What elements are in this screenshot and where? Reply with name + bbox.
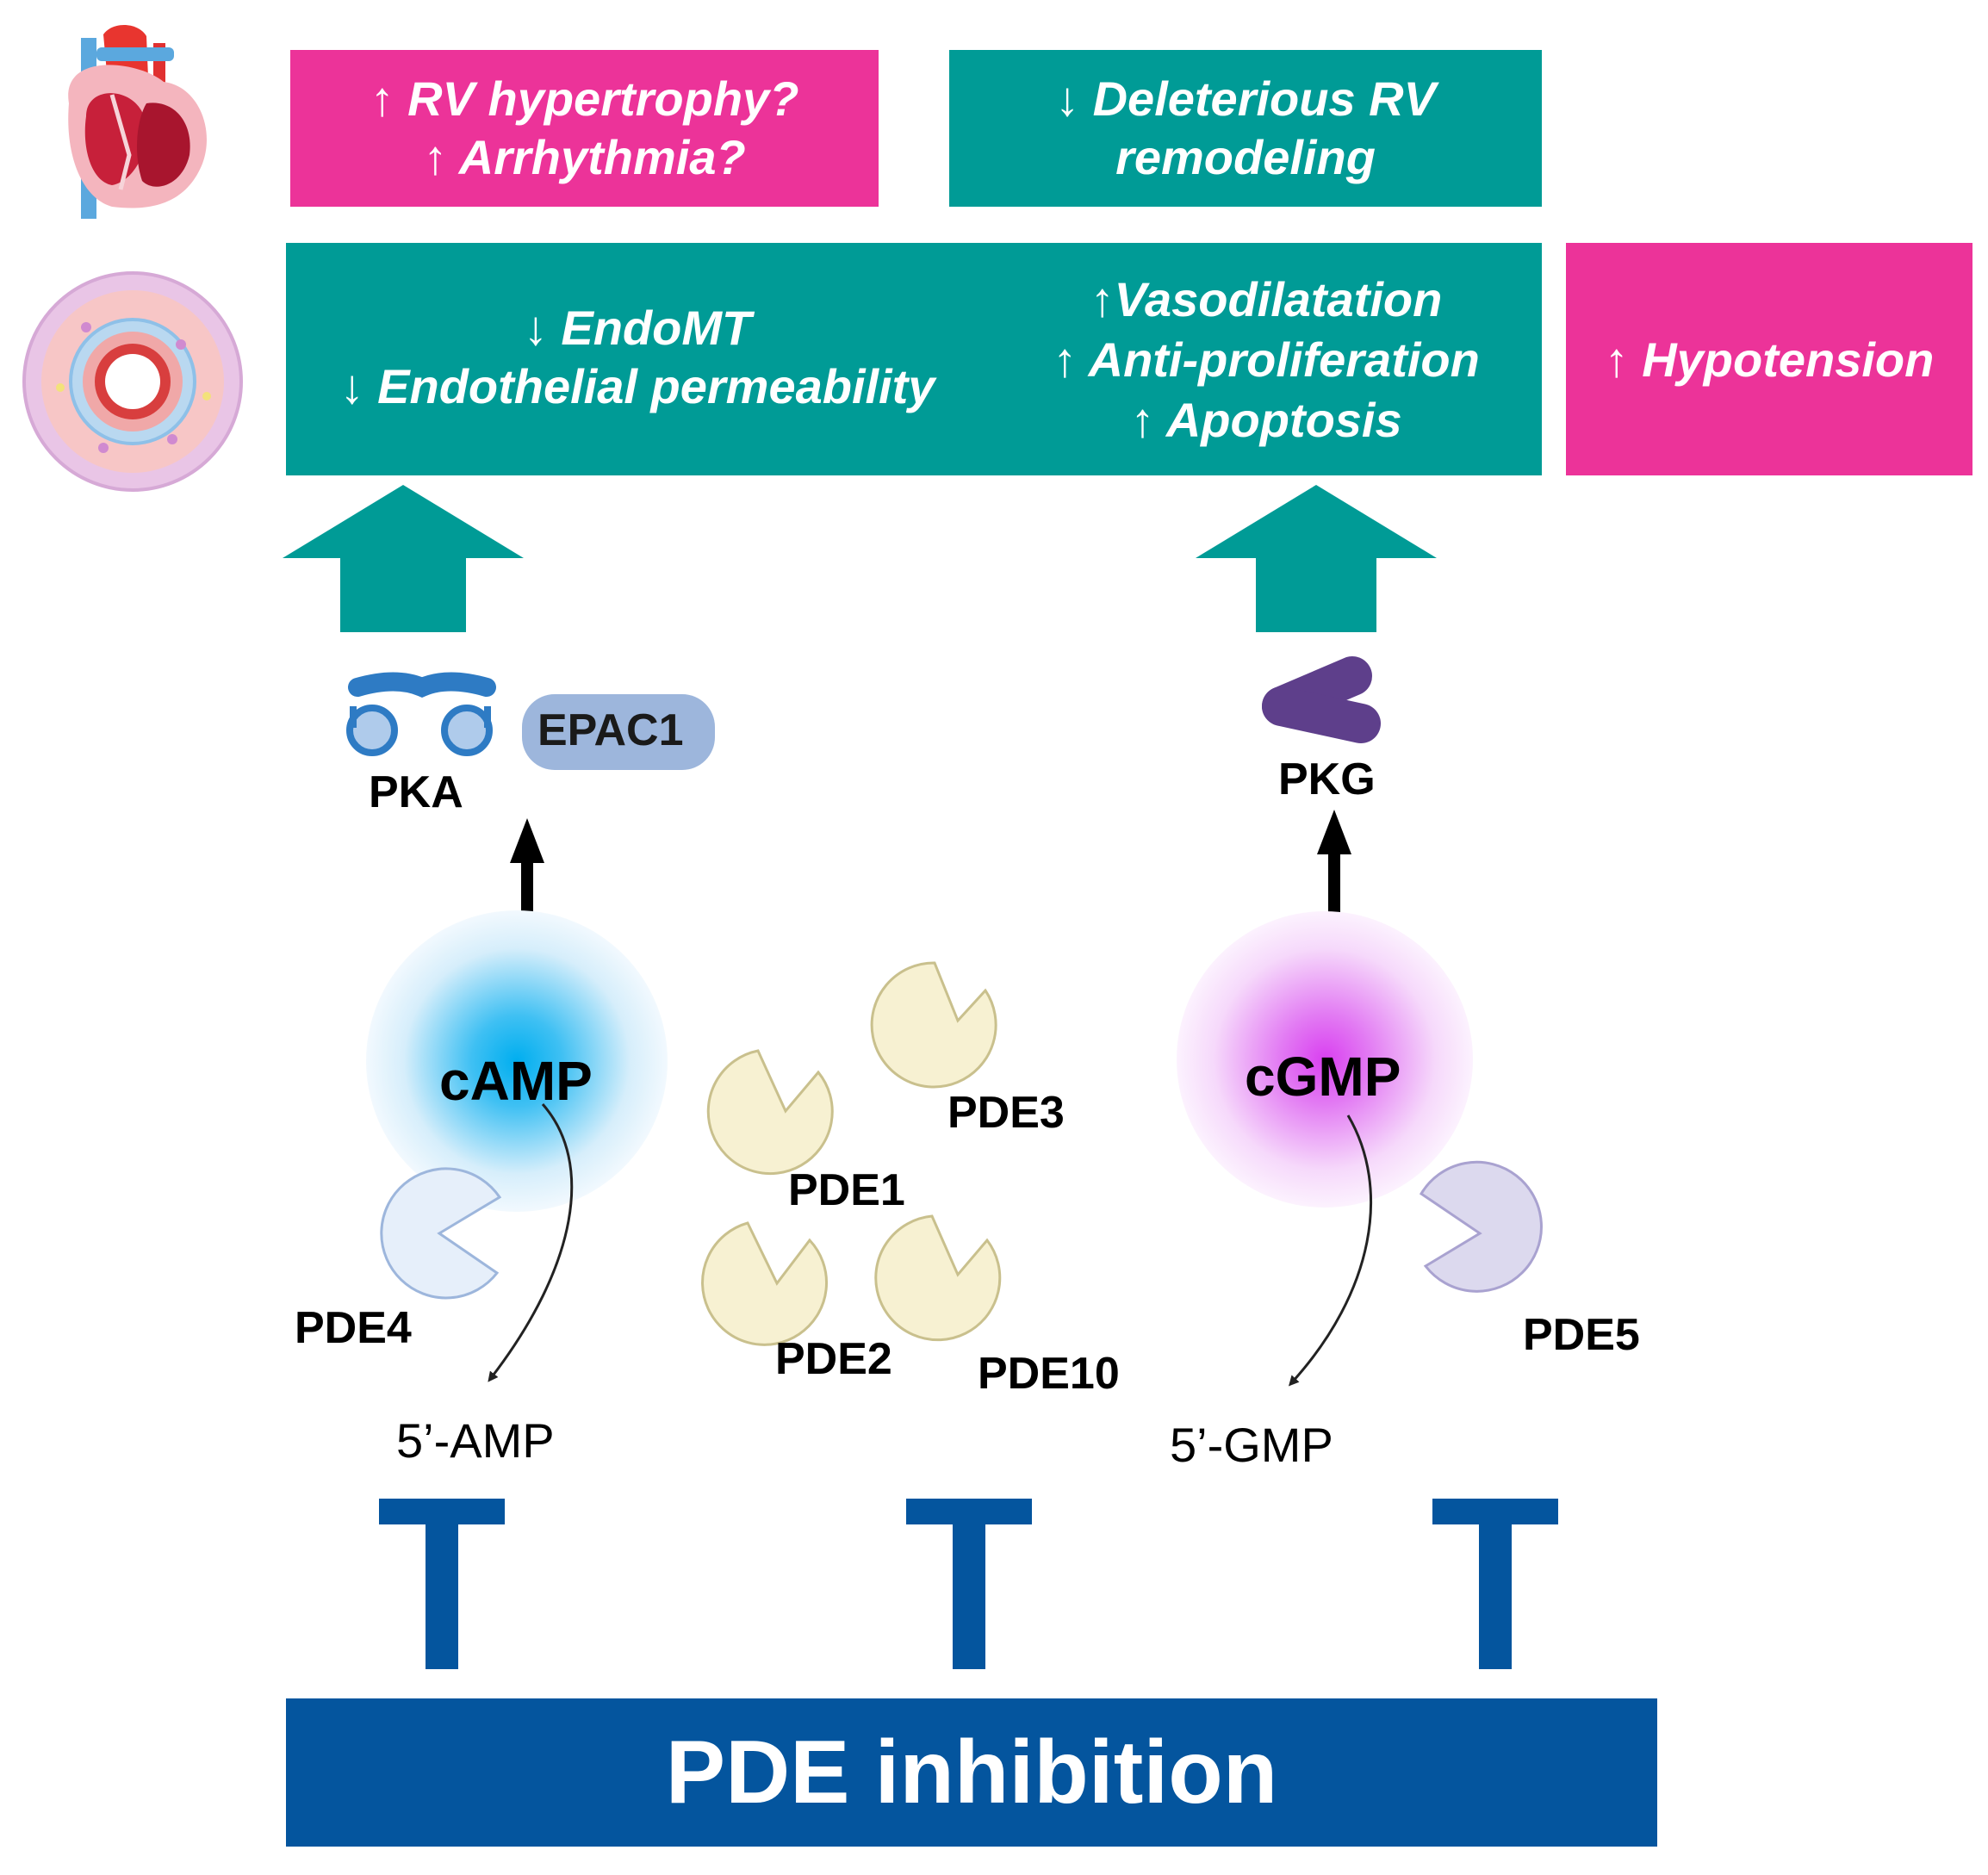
left-up-arrow	[283, 485, 524, 632]
pde5-enzyme	[1419, 1160, 1543, 1293]
pkg-label: PKG	[1278, 754, 1376, 804]
deleterious-remodeling-text: ↓ Deleterious RV	[1055, 71, 1436, 126]
anti-proliferation-text: ↑ Anti-proliferation	[1053, 332, 1480, 387]
vasodilatation-effects: ↑Vasodilatation ↑ Anti-proliferation ↑ A…	[991, 263, 1542, 456]
endothelial-permeability-text: ↓ Endothelial permeability	[339, 359, 935, 413]
inhibition-bar-left	[379, 1499, 505, 1669]
inhibition-bar-middle	[906, 1499, 1032, 1669]
rv-remodeling-box: ↓ Deleterious RV remodeling	[949, 50, 1542, 207]
vessel-icon	[22, 271, 243, 492]
pde3-label: PDE3	[947, 1088, 1065, 1138]
gmp-label: 5’-GMP	[1170, 1418, 1333, 1472]
cgmp-hydrolysis-arrow	[1288, 1114, 1373, 1387]
pde4-label: PDE4	[295, 1303, 412, 1353]
pde4-enzyme	[380, 1167, 502, 1300]
pka-label: PKA	[369, 767, 463, 817]
hypotension-box: ↑ Hypotension	[1566, 243, 1972, 475]
pde-inhibition-banner: PDE inhibition	[286, 1698, 1657, 1847]
camp-to-pka-arrow	[510, 818, 544, 918]
pka-icon	[346, 672, 496, 756]
camp-blob	[366, 910, 668, 1212]
amp-label: 5’-AMP	[396, 1413, 555, 1468]
arrhythmia-text: ↑ Arrhythmia?	[423, 130, 746, 184]
pde5-label: PDE5	[1523, 1310, 1640, 1360]
right-up-arrow	[1196, 485, 1437, 632]
pde10-label: PDE10	[978, 1349, 1120, 1399]
remodeling-text: remodeling	[1115, 130, 1376, 184]
pde2-enzyme	[701, 1221, 828, 1346]
camp-hydrolysis-arrow	[488, 1103, 574, 1382]
pde-inhibition-text: PDE inhibition	[665, 1722, 1278, 1822]
pde10-enzyme	[874, 1214, 1002, 1342]
camp-label: cAMP	[439, 1050, 593, 1112]
pde2-label: PDE2	[775, 1334, 892, 1384]
endomt-text: ↓ EndoMT	[523, 301, 752, 355]
cgmp-to-pkg-arrow	[1317, 810, 1351, 915]
pde3-enzyme	[870, 961, 997, 1089]
hypotension-text: ↑ Hypotension	[1604, 332, 1935, 387]
cgmp-blob	[1177, 911, 1473, 1208]
vasodilatation-text: ↑Vasodilatation	[1090, 271, 1443, 326]
cgmp-label: cGMP	[1245, 1046, 1401, 1108]
epac1-label: EPAC1	[537, 705, 684, 755]
endothelial-effects: ↓ EndoMT ↓ Endothelial permeability	[293, 284, 982, 431]
pde1-enzyme	[706, 1049, 834, 1176]
heart-icon	[68, 24, 207, 219]
rv-hypertrophy-text: ↑ RV hypertrophy?	[370, 71, 799, 126]
pkg-icon	[1262, 656, 1381, 743]
rv-hypertrophy-box: ↑ RV hypertrophy? ↑ Arrhythmia?	[290, 50, 879, 207]
pde1-label: PDE1	[788, 1165, 905, 1215]
inhibition-bar-right	[1432, 1499, 1558, 1669]
apoptosis-text: ↑ Apoptosis	[1130, 392, 1402, 447]
vascular-effects-banner	[286, 243, 1542, 475]
epac1-pill	[522, 694, 715, 770]
